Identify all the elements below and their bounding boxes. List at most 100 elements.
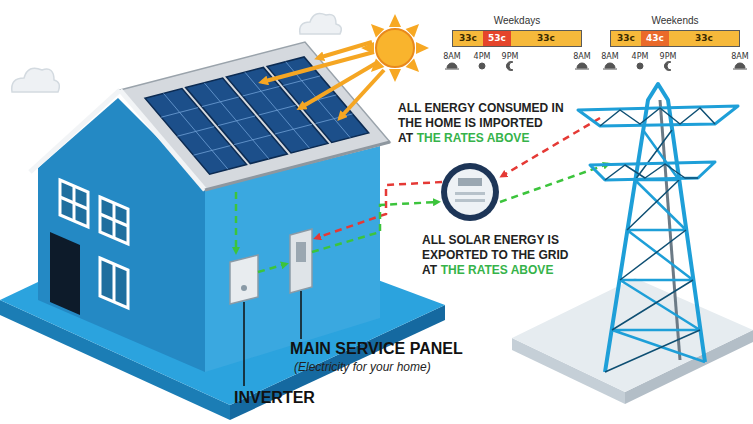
tower-platform xyxy=(512,278,753,392)
electric-meter xyxy=(455,192,485,195)
time-icon xyxy=(506,62,513,71)
service-panel xyxy=(290,229,312,293)
transmission-tower xyxy=(605,164,698,180)
time-icon xyxy=(577,63,587,68)
export-flow xyxy=(312,202,438,252)
sun-ray-arrow xyxy=(262,42,384,118)
rate-value: 43c xyxy=(641,31,669,46)
panel-grid xyxy=(177,127,214,137)
rate-segment: 43c xyxy=(641,31,669,46)
door xyxy=(50,232,80,315)
panel-grid xyxy=(193,146,230,156)
component-label: MAIN SERVICE PANEL xyxy=(290,340,463,358)
rate-value: 33c xyxy=(511,31,581,46)
time-label: 4PM xyxy=(632,52,649,61)
window xyxy=(60,180,88,227)
roof xyxy=(120,42,390,190)
tower-platform xyxy=(512,278,753,404)
time-icon xyxy=(664,61,671,70)
rate-value: 33c xyxy=(453,31,483,46)
time-label: 8AM xyxy=(601,52,618,61)
rate-band: Weekdays33c53c33c xyxy=(452,30,582,47)
time-icon xyxy=(603,69,617,70)
electric-meter xyxy=(441,163,499,221)
time-icon xyxy=(447,63,457,68)
transmission-tower xyxy=(605,84,705,372)
sun-ray-arrow xyxy=(340,70,384,118)
electric-meter xyxy=(441,163,499,221)
export-flow xyxy=(258,264,286,272)
electric-meter xyxy=(458,178,482,186)
electric-meter xyxy=(455,199,485,202)
time-icon xyxy=(479,63,485,69)
time-icon xyxy=(735,63,745,68)
panel-grid xyxy=(164,93,229,169)
inverter xyxy=(241,285,247,291)
transmission-tower xyxy=(590,162,715,180)
cloud xyxy=(300,14,342,34)
time-label: 4PM xyxy=(474,52,491,61)
import-flow xyxy=(316,118,600,238)
rate-segment: 33c xyxy=(453,31,483,46)
sun xyxy=(376,29,414,67)
cloud xyxy=(12,68,60,92)
time-icon xyxy=(445,61,747,70)
export-flow xyxy=(235,192,238,252)
rate-segment: 33c xyxy=(511,31,581,46)
callout-block: ALL SOLAR ENERGY IS EXPORTED TO THE GRID… xyxy=(422,233,600,278)
window xyxy=(100,197,128,244)
transmission-tower xyxy=(578,84,738,372)
inverter xyxy=(230,255,258,304)
transmission-tower xyxy=(605,130,700,372)
service-panel xyxy=(290,229,312,293)
time-label: 8AM xyxy=(731,52,748,61)
band-heading: Weekends xyxy=(611,15,739,26)
window xyxy=(113,264,116,302)
callout-highlight: THE RATES ABOVE xyxy=(441,263,554,277)
window xyxy=(60,197,88,209)
sun xyxy=(389,14,401,27)
panel-grid xyxy=(259,105,296,115)
roof xyxy=(30,42,390,190)
transmission-tower xyxy=(600,108,715,126)
sun-ray-arrow xyxy=(300,62,378,108)
rate-segment: 33c xyxy=(611,31,641,46)
rate-band: Weekends33c43c33c xyxy=(610,30,740,47)
transmission-tower xyxy=(578,106,738,126)
roof xyxy=(30,90,120,172)
rate-segment: 33c xyxy=(669,31,739,46)
rate-value: 53c xyxy=(483,31,511,46)
leader-line xyxy=(244,291,301,386)
component-note: (Electricity for your home) xyxy=(294,360,431,374)
component-label: INVERTER xyxy=(234,389,315,407)
time-label: 8AM xyxy=(443,52,460,61)
time-label: 8AM xyxy=(573,52,590,61)
panel-grid xyxy=(316,114,353,124)
time-label: 9PM xyxy=(502,52,519,61)
panel-grid xyxy=(245,72,310,148)
band-heading: Weekdays xyxy=(453,15,581,26)
panel-grid xyxy=(202,97,239,107)
time-label: 9PM xyxy=(660,52,677,61)
sun xyxy=(389,69,401,82)
window xyxy=(100,258,128,308)
time-icon xyxy=(445,69,459,70)
sun-ray-arrow xyxy=(318,42,372,58)
time-icon xyxy=(637,63,643,69)
panel-grid xyxy=(234,135,271,145)
panel-grid xyxy=(275,124,312,134)
callout-block: ALL ENERGY CONSUMED IN THE HOME IS IMPOR… xyxy=(398,101,570,146)
electric-meter xyxy=(447,169,493,215)
panel-grid xyxy=(161,62,352,170)
panel-grid xyxy=(218,116,255,126)
window xyxy=(100,214,128,226)
panel-grid xyxy=(161,108,198,118)
sun xyxy=(361,14,429,82)
rate-value: 33c xyxy=(611,31,641,46)
panel-grid xyxy=(204,83,269,159)
time-icon xyxy=(733,69,747,70)
solar-panel xyxy=(145,57,369,174)
export-flow xyxy=(500,164,608,202)
sun xyxy=(416,42,429,54)
